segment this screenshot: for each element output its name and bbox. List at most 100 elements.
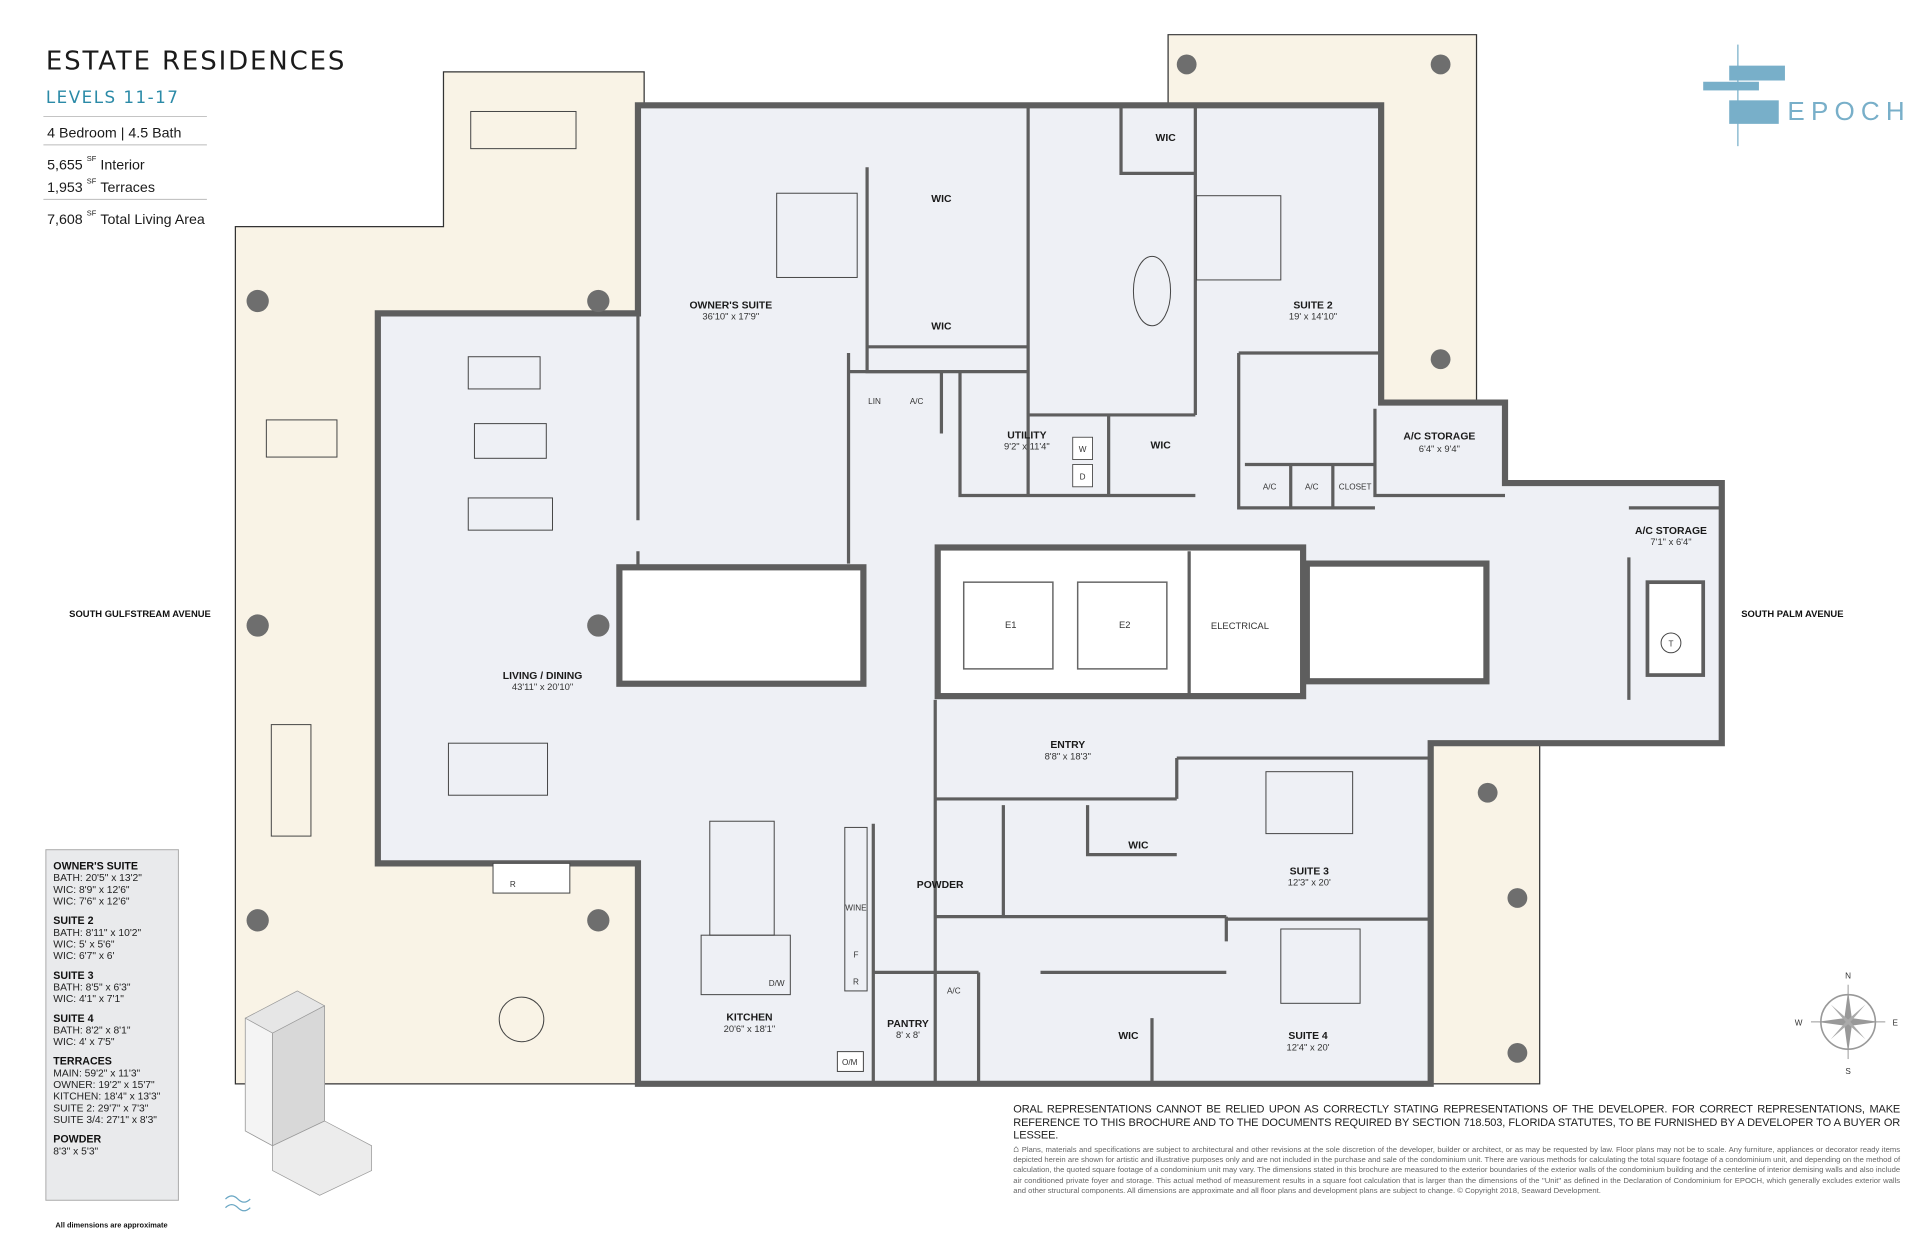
- outdoor-refrigerator: R: [510, 880, 516, 889]
- room-entry-dim: 8'8" x 18'3": [1045, 750, 1091, 761]
- disclaimer-bold: ORAL REPRESENTATIONS CANNOT BE RELIED UP…: [1013, 1102, 1901, 1141]
- room-utility-dim: 9'2" x 11'4": [1004, 441, 1050, 452]
- elevator-e2-label: E2: [1119, 619, 1131, 630]
- room-ac: A/C: [947, 986, 961, 995]
- room-ac-storage-2-dim: 7'1" x 6'4": [1650, 536, 1691, 547]
- compass-icon: N S W E: [1795, 972, 1899, 1076]
- bed: [1196, 195, 1282, 281]
- room-ac-storage-1-dim: 6'4" x 9'4": [1419, 443, 1460, 454]
- sf-unit: SF: [87, 209, 97, 218]
- room-suite2-wic: WIC: [1151, 440, 1172, 451]
- legend-row: WIC: 5' x 5'6": [53, 939, 115, 950]
- epoch-logo: EPOCH: [1703, 44, 1910, 147]
- oven-microwave: [836, 1051, 864, 1072]
- sofa: [467, 356, 541, 390]
- room-owner-wic-2: WIC: [931, 321, 952, 332]
- columns: [246, 54, 1528, 1063]
- dishwasher: D/W: [769, 979, 785, 988]
- legend-section-title: TERRACES: [53, 1056, 112, 1068]
- legend-section-title: SUITE 2: [53, 915, 93, 927]
- room-powder: POWDER: [917, 880, 964, 891]
- refrigerator: R: [853, 978, 859, 987]
- street-east: SOUTH PALM AVENUE: [1741, 608, 1843, 619]
- room-linen: LIN: [868, 397, 881, 406]
- legend-row: 8'3" x 5'3": [53, 1146, 98, 1157]
- dryer: [1072, 464, 1093, 488]
- room-kitchen: KITCHEN: [726, 1013, 772, 1024]
- terraces-label: Terraces: [100, 180, 155, 196]
- building-illustration: [225, 990, 373, 1212]
- oven-microwave-label: O/M: [842, 1058, 858, 1067]
- compass-n: N: [1845, 972, 1851, 981]
- bed: [776, 192, 858, 278]
- elevator-e1-label: E1: [1005, 619, 1017, 630]
- legend-row: SUITE 2: 29'7" x 7'3": [53, 1103, 148, 1114]
- total-label: Total Living Area: [100, 212, 205, 228]
- legend-row: BATH: 20'5" x 13'2": [53, 873, 142, 884]
- legend-section-title: OWNER'S SUITE: [53, 861, 138, 873]
- stair-2: [1303, 560, 1490, 685]
- legend-row: WIC: 6'7" x 6': [53, 951, 114, 962]
- trash-chute: [1645, 580, 1706, 677]
- disclaimer-text: Plans, materials and specifications are …: [1013, 1145, 1901, 1196]
- room-ac-storage-1: A/C STORAGE: [1403, 432, 1475, 443]
- room-living-dining: LIVING / DINING: [503, 671, 583, 682]
- washer-label: W: [1079, 445, 1087, 454]
- dryer-label: D: [1080, 472, 1086, 481]
- room-suite3-dim: 12'3" x 20': [1288, 877, 1331, 888]
- interior-label: Interior: [100, 158, 145, 174]
- room-suite3: SUITE 3: [1290, 866, 1329, 877]
- room-suite4-dim: 12'4" x 20': [1287, 1041, 1330, 1052]
- room-suite3-wic: WIC: [1128, 840, 1149, 851]
- legend-footnote: All dimensions are approximate: [55, 1221, 167, 1230]
- kitchen-counter: [844, 826, 868, 992]
- terrace-round-table: [498, 996, 545, 1043]
- room-labels: OWNER'S SUITE 36'10" x 17'9" WIC WIC SUI…: [492, 133, 1707, 1072]
- bathtub: [1132, 255, 1172, 327]
- room-pantry-dim: 8' x 8': [896, 1029, 920, 1040]
- equal-housing-icon: ⌂: [1013, 1142, 1020, 1154]
- room-owner-wic-1: WIC: [931, 194, 952, 205]
- bed: [1265, 771, 1354, 835]
- legend-row: OWNER: 19'2" x 15'7": [53, 1080, 155, 1091]
- room-ac: A/C: [1263, 482, 1277, 491]
- legend-row: WIC: 4' x 7'5": [53, 1037, 115, 1048]
- room-utility: UTILITY: [1007, 430, 1046, 441]
- sf-unit: SF: [87, 176, 97, 185]
- compass-e: E: [1892, 1019, 1898, 1028]
- stair-1: [616, 564, 867, 687]
- legend-row: SUITE 3/4: 27'1" x 8'3": [53, 1115, 157, 1126]
- page-title: ESTATE RESIDENCES: [46, 46, 346, 76]
- room-living-dining-dim: 43'11" x 20'10": [512, 681, 573, 692]
- sofa: [467, 497, 553, 531]
- room-entry: ENTRY: [1050, 740, 1085, 751]
- street-west: SOUTH GULFSTREAM AVENUE: [69, 608, 211, 619]
- interior-walls: [265, 105, 1722, 1084]
- trash-icon: [1660, 632, 1682, 654]
- terrace-dining-table: [270, 724, 312, 837]
- legend-section-title: SUITE 4: [53, 1013, 93, 1025]
- compass-s: S: [1845, 1067, 1851, 1076]
- room-ac: A/C: [1305, 482, 1319, 491]
- legend-row: WIC: 4'1" x 7'1": [53, 994, 124, 1005]
- room-owners-suite: OWNER'S SUITE: [689, 300, 772, 311]
- dining-bar: [709, 820, 775, 936]
- elevator-e1: [962, 581, 1054, 670]
- levels-subtitle: LEVELS 11-17: [46, 87, 180, 107]
- disclaimer: ORAL REPRESENTATIONS CANNOT BE RELIED UP…: [1013, 1102, 1901, 1196]
- legend-row: KITCHEN: 18'4" x 13'3": [53, 1092, 160, 1103]
- washer: [1072, 436, 1093, 460]
- legend-section-title: SUITE 3: [53, 970, 93, 982]
- room-suite2-wic-top: WIC: [1156, 133, 1177, 144]
- room-suite4-wic: WIC: [1118, 1031, 1139, 1042]
- room-suite4: SUITE 4: [1288, 1031, 1327, 1042]
- compass-w: W: [1795, 1019, 1803, 1028]
- coffee-table: [473, 423, 547, 459]
- room-pantry: PANTRY: [887, 1019, 929, 1030]
- terrace-sofa: [470, 110, 577, 150]
- room-ac-storage-2: A/C STORAGE: [1635, 526, 1707, 537]
- brand-name: EPOCH: [1787, 96, 1910, 126]
